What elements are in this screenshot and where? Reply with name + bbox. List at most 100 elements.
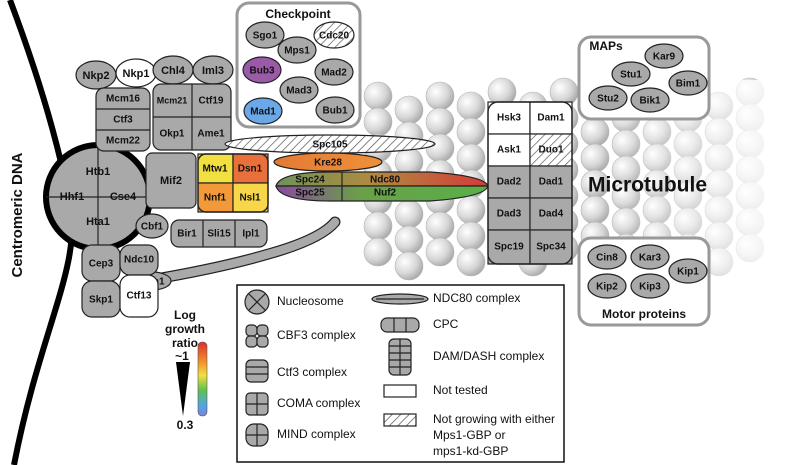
protein-mcm16: Mcm16 [106, 94, 140, 105]
tubulin-subunit [363, 237, 393, 267]
scale-title-line2: growth [165, 322, 205, 336]
dam-dash-complex: Hsk3 Dam1 Ask1 Duo1 Dad2 Dad1 Dad3 Dad4 … [487, 101, 573, 265]
spc105: Spc105 [224, 134, 436, 154]
legend-nucleosome: Nucleosome [244, 289, 344, 315]
svg-text:mps1-kd-GBP: mps1-kd-GBP [433, 444, 508, 458]
protein-nnf1: Nnf1 [204, 193, 227, 204]
tubulin-subunit [363, 107, 393, 137]
checkpoint-panel: Checkpoint Sgo1 Cdc20 Mps1 Bub3 Mad2 Mad… [235, 1, 362, 129]
protein-dad1: Dad1 [539, 177, 564, 188]
protein-dam1: Dam1 [537, 113, 565, 124]
protein-iml3: Iml3 [202, 65, 224, 77]
protein-bim1: Bim1 [676, 79, 701, 90]
tubulin-subunit [425, 133, 455, 163]
protein-ctf3: Ctf3 [113, 115, 133, 126]
protein-cse4: Cse4 [110, 191, 137, 203]
protein-spc19: Spc19 [494, 242, 524, 253]
ndc80-complex: Spc24 Ndc80 Spc25 Nuf2 [275, 171, 489, 202]
svg-text:Ctf3 complex: Ctf3 complex [277, 365, 347, 379]
protein-nkp2: Nkp2 [83, 70, 110, 82]
protein-nkp1: Nkp1 [123, 68, 150, 80]
protein-ndc80: Ndc80 [370, 175, 400, 186]
tubulin-subunit [394, 251, 424, 281]
protein-bub1: Bub1 [323, 106, 348, 117]
protein-kre28: Kre28 [314, 158, 342, 169]
legend-ctf3: Ctf3 complex [245, 359, 347, 383]
protein-cbf1: Cbf1 [141, 222, 164, 233]
mind-complex: Mtw1 Dsn1 Nnf1 Nsl1 [197, 153, 269, 213]
legend-ndc80: NDC80 complex [371, 291, 520, 305]
protein-okp1: Okp1 [159, 129, 184, 140]
legend: Nucleosome CBF3 complex Ctf3 complex COM… [236, 284, 565, 463]
protein-nuf2: Nuf2 [374, 188, 397, 199]
checkpoint-title: Checkpoint [265, 7, 330, 21]
protein-bik1: Bik1 [639, 96, 661, 107]
protein-nsl1: Nsl1 [239, 193, 261, 204]
scale-wedge [176, 362, 190, 416]
tubulin-subunit [456, 247, 486, 277]
protein-hta1: Hta1 [86, 216, 110, 228]
tubulin-subunit [456, 195, 486, 225]
ctf3-complex: Mcm16 Ctf3 Mcm22 [95, 87, 151, 152]
protein-kar3: Kar3 [639, 253, 662, 264]
svg-text:CBF3 complex: CBF3 complex [277, 328, 356, 342]
protein-hsk3: Hsk3 [497, 113, 521, 124]
kre28: Kre28 [273, 152, 383, 172]
motor-proteins-title: Motor proteins [602, 307, 686, 321]
tubulin-subunit [394, 225, 424, 255]
protein-kip2: Kip2 [596, 282, 618, 293]
tubulin-subunit [456, 91, 486, 121]
protein-ndc10: Ndc10 [124, 255, 154, 266]
legend-coma: COMA complex [245, 392, 360, 416]
svg-text:DAM/DASH complex: DAM/DASH complex [433, 349, 544, 363]
protein-bub3: Bub3 [250, 66, 275, 77]
protein-mcm21: Mcm21 [157, 95, 188, 105]
tubulin-subunit [425, 81, 455, 111]
legend-mind: MIND complex [245, 423, 356, 447]
motor-proteins-panel: Cin8 Kar3 Kip1 Kip2 Kip3 Motor proteins [577, 236, 711, 327]
protein-mps1: Mps1 [284, 46, 310, 57]
protein-htb1: Htb1 [86, 166, 110, 178]
svg-text:Not tested: Not tested [433, 383, 488, 397]
protein-skp1: Skp1 [89, 295, 113, 306]
protein-stu2: Stu2 [597, 94, 619, 105]
tubulin-subunit [363, 211, 393, 241]
protein-mad1: Mad1 [250, 107, 276, 118]
protein-stu1: Stu1 [620, 70, 642, 81]
protein-spc105: Spc105 [312, 140, 347, 151]
protein-kip3: Kip3 [639, 282, 661, 293]
tubulin-subunit [394, 95, 424, 125]
maps-panel: MAPs Kar9 Stu1 Bim1 Stu2 Bik1 [577, 35, 711, 121]
protein-dad3: Dad3 [497, 209, 522, 220]
legend-dam-dash: DAM/DASH complex [388, 338, 544, 376]
legend-not-tested: Not tested [383, 383, 488, 398]
tubulin-subunit [456, 143, 486, 173]
protein-cep3: Cep3 [89, 259, 114, 270]
svg-text:Not growing with either: Not growing with either [433, 412, 555, 426]
nkp-chl-group: Nkp2 Nkp1 Chl4 Iml3 [75, 55, 234, 90]
scale-top-value: ~1 [175, 349, 189, 363]
maps-title: MAPs [589, 39, 623, 53]
protein-sgo1: Sgo1 [253, 31, 278, 42]
protein-duo1: Duo1 [539, 145, 564, 156]
tubulin-subunit [456, 117, 486, 147]
svg-text:NDC80 complex: NDC80 complex [433, 291, 520, 305]
protein-ctf19: Ctf19 [198, 96, 223, 107]
cbf1: Cbf1 [135, 213, 169, 239]
svg-text:Nucleosome: Nucleosome [277, 294, 344, 308]
protein-hhf1: Hhf1 [60, 191, 84, 203]
legend-cbf3: CBF3 complex [245, 324, 356, 348]
svg-text:Mps1-GBP or: Mps1-GBP or [433, 428, 505, 442]
scale-bottom-value: 0.3 [177, 418, 194, 432]
legend-not-growing: Not growing with either Mps1-GBP or mps1… [383, 412, 555, 458]
tubulin-subunit [456, 221, 486, 251]
protein-sli15: Sli15 [207, 229, 231, 240]
protein-ipl1: Ipl1 [242, 229, 260, 240]
protein-spc24: Spc24 [295, 175, 325, 186]
protein-mif2: Mif2 [160, 175, 182, 187]
protein-dsn1: Dsn1 [238, 164, 263, 175]
protein-mad3: Mad3 [286, 86, 312, 97]
protein-dad4: Dad4 [539, 209, 564, 220]
protein-ctf13: Ctf13 [126, 291, 151, 302]
